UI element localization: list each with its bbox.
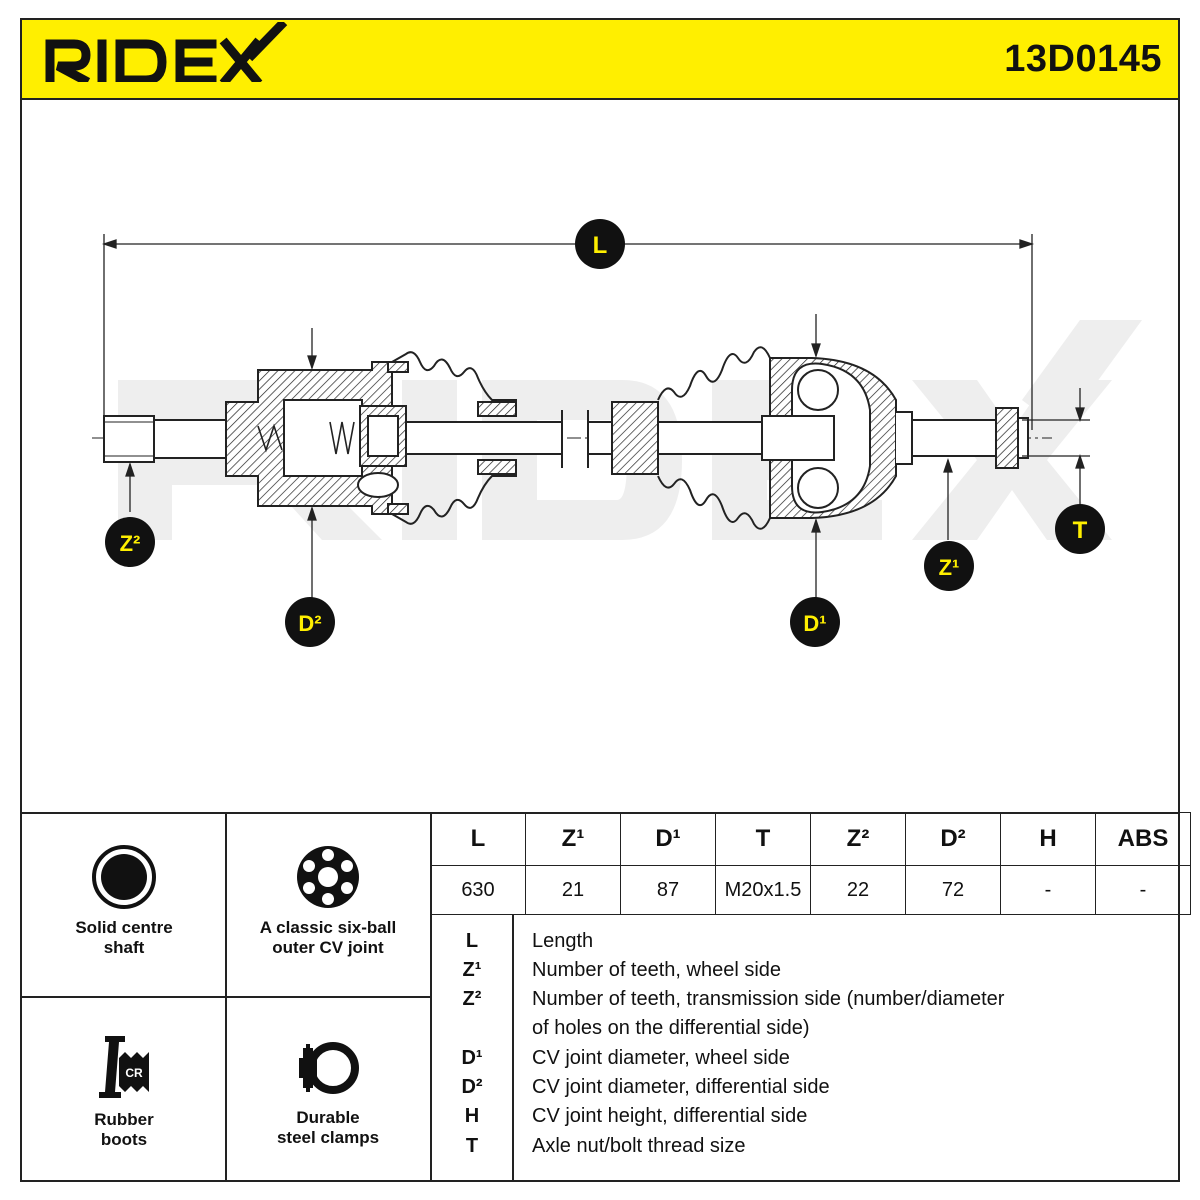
steel-clamp-icon [299,1042,359,1094]
spec-value-cell: - [1095,865,1191,915]
badge-Z2-text: Z² [120,531,141,556]
spec-header-cell: T [715,812,811,866]
feature-six-ball-joint-label-2: outer CV joint [272,938,384,957]
feature-rubber-boots-label-2: boots [100,1130,148,1149]
solid-shaft-icon [92,845,156,909]
legend-symbol: H [464,1105,480,1127]
badge-D1: D¹ [790,597,840,647]
feature-steel-clamps-label-1: Durable [296,1108,360,1127]
spec-value-cell: 21 [525,865,621,915]
legend-symbol: D² [461,1076,483,1098]
badge-T-text: T [1073,517,1088,544]
spec-header-cell: H [1000,812,1096,866]
rubber-boot-cr-icon: CR [99,1036,149,1098]
feature-row-divider [20,996,430,998]
badge-T: T [1055,504,1105,554]
spec-header-cell: L [430,812,526,866]
six-ball-joint-icon [297,846,359,908]
feature-six-ball-joint-label-1: A classic six-ball [259,918,397,937]
legend-text: Length [532,930,594,952]
legend-symbol: T [465,1135,479,1157]
legend-symbol: D¹ [461,1047,483,1069]
legend-text: of holes on the differential side) [532,1017,810,1039]
feature-steel-clamps-label-2: steel clamps [276,1128,380,1147]
feature-steel-clamps: Durable steel clamps [228,1034,428,1148]
spec-header-cell: Z² [810,812,906,866]
length-dimension [101,234,1035,430]
feature-solid-shaft-label-2: shaft [103,938,145,957]
spec-header-cell: D² [905,812,1001,866]
feature-solid-shaft: Solid centre shaft [24,844,224,958]
legend-text: Number of teeth, wheel side [532,959,782,981]
legend-symbol: Z¹ [462,959,482,981]
legend-text: Axle nut/bolt thread size [532,1135,746,1157]
ridex-logo [44,18,294,87]
outer-joint [587,346,1029,530]
spec-header-cell: ABS [1095,812,1191,866]
feature-rubber-boots-label-1: Rubber [94,1110,154,1129]
drive-shaft-diagram: L Z² D² D¹ Z¹ T [22,100,1178,812]
inner-joint [103,351,563,525]
spec-value-cell: 630 [430,865,526,915]
legend-text: CV joint diameter, differential side [532,1076,830,1098]
legend-text: CV joint height, differential side [532,1105,808,1127]
feature-rubber-boots: CR Rubber boots [24,1032,224,1150]
feature-six-ball-joint: A classic six-ball outer CV joint [228,844,428,958]
legend-symbol: Z² [462,988,482,1010]
badge-D2: D² [285,597,335,647]
spec-header-row: L Z¹ D¹ T Z² D² H ABS [430,812,1191,866]
spec-value-cell: 22 [810,865,906,915]
spec-header-cell: D¹ [620,812,716,866]
badge-Z1: Z¹ [924,541,974,591]
spec-table: L Z¹ D¹ T Z² D² H ABS 630 21 87 M20x1.5 … [430,812,1191,915]
spec-header-cell: Z¹ [525,812,621,866]
spec-value-cell: 72 [905,865,1001,915]
legend: L Length Z¹ Number of teeth, wheel side … [432,914,1180,1182]
spec-value-cell: 87 [620,865,716,915]
legend-text: CV joint diameter, wheel side [532,1047,790,1069]
cr-badge-text: CR [125,1066,143,1080]
part-number: 13D0145 [1004,38,1162,80]
spec-value-cell: M20x1.5 [715,865,811,915]
badge-D1-text: D¹ [803,611,826,636]
spec-value-row: 630 21 87 M20x1.5 22 72 - - [430,865,1191,915]
legend-symbol: L [465,930,479,952]
sheet-frame [20,18,1180,1182]
spec-value-cell: - [1000,865,1096,915]
legend-text: Number of teeth, transmission side (numb… [532,988,1005,1010]
badge-Z1-text: Z¹ [939,555,960,580]
table-col-divider [430,812,432,1182]
feature-solid-shaft-label-1: Solid centre [75,918,173,937]
badge-Z2: Z² [105,517,155,567]
badge-D2-text: D² [298,611,321,636]
legend-divider [512,914,514,1182]
badge-L-text: L [593,232,608,259]
badge-L: L [575,219,625,269]
